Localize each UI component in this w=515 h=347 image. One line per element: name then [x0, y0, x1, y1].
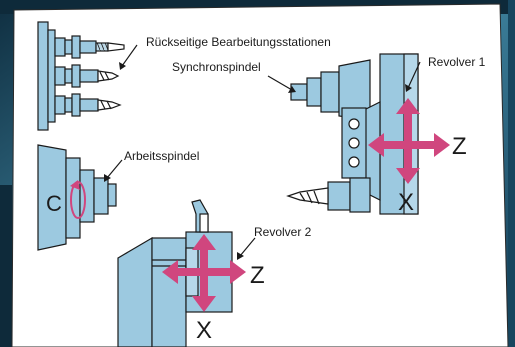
z-axis-label-1: Z [452, 133, 467, 160]
c-axis-label: C [46, 191, 62, 216]
main-spindle-label: Arbeitsspindel [124, 149, 199, 163]
x-axis-label-1: X [398, 189, 414, 216]
rear-station-2 [54, 64, 120, 88]
main-spindle-leader [106, 159, 123, 179]
rear-stations-leader-head [119, 62, 126, 70]
rear-stations-label: Rückseitige Bearbeitungsstationen [146, 35, 331, 49]
sync-spindle-label: Synchronspindel [172, 60, 261, 74]
four-way-arrow-icon-1 [368, 98, 450, 184]
rear-station-3 [54, 93, 122, 117]
x-axis-label-2: X [196, 317, 212, 344]
turret-1-leader [407, 61, 421, 89]
z-axis-label-2: Z [250, 262, 265, 289]
rear-station-1 [54, 35, 125, 59]
sync-spindle [290, 59, 371, 121]
main-spindle-leader-head [104, 174, 111, 182]
turret-2-leader [239, 237, 256, 257]
four-way-arrow-icon-2 [162, 234, 246, 312]
turret-2-label: Revolver 2 [254, 225, 312, 239]
turret-2-leader-head [237, 252, 244, 260]
turret-1-label: Revolver 1 [428, 55, 486, 69]
rear-stations-group [37, 21, 125, 131]
rotation-arrow-icon [70, 180, 86, 219]
rear-stations-leader [121, 44, 138, 67]
turret-1-leader-head [405, 84, 412, 92]
sync-spindle-leader-head [288, 86, 296, 93]
sync-spindle-leader [267, 75, 293, 91]
